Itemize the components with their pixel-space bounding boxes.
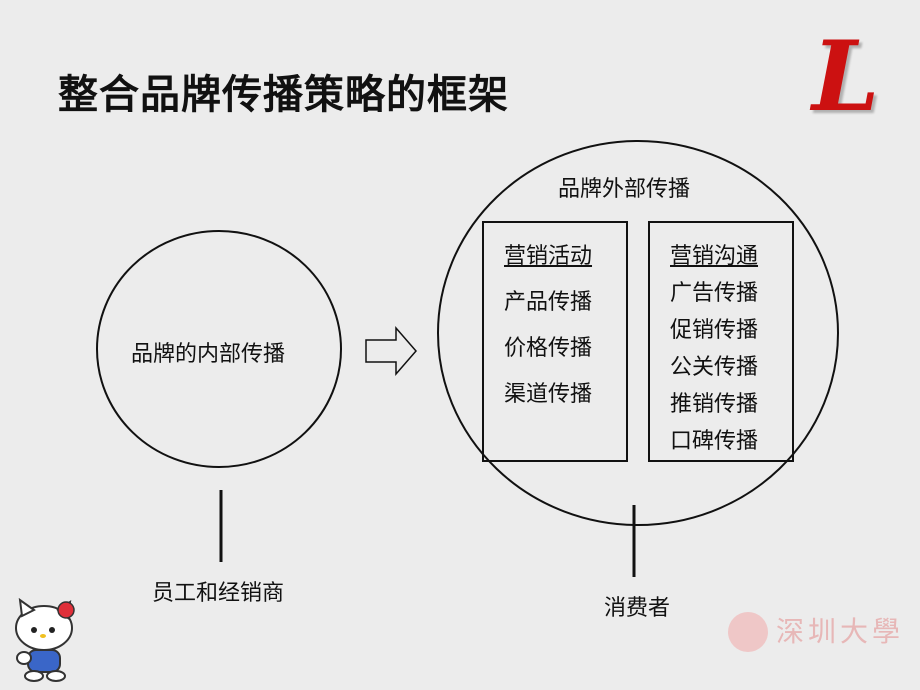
flow-arrow (365, 325, 417, 377)
external-communication-label: 品牌外部传播 (558, 177, 691, 202)
list-item: 广告传播 (670, 281, 759, 306)
list-item: 公关传播 (670, 355, 759, 380)
list-item: 推销传播 (670, 392, 759, 417)
box-heading: 营销活动 (504, 244, 593, 269)
list-item: 价格传播 (504, 336, 593, 361)
university-seal-icon (728, 612, 768, 652)
slide-title: 整合品牌传播策略的框架 (58, 72, 509, 118)
university-watermark: 深圳大學 (776, 615, 905, 648)
marketing-communication-list: 营销沟通 广告传播 促销传播 公关传播 推销传播 口碑传播 (670, 238, 758, 460)
external-circle (437, 140, 839, 526)
marketing-activities-list: 营销活动 产品传播 价格传播 渠道传播 (504, 238, 592, 422)
marketing-activities-box (482, 221, 628, 462)
internal-circle (96, 230, 342, 468)
consumers-label: 消费者 (604, 596, 671, 621)
list-item: 渠道传播 (504, 382, 593, 407)
employees-dealers-label: 员工和经销商 (152, 581, 285, 606)
list-item: 产品传播 (504, 290, 593, 315)
list-item: 促销传播 (670, 318, 759, 343)
marketing-communication-box (648, 221, 794, 462)
hello-kitty-icon (15, 598, 75, 682)
list-item: 口碑传播 (670, 429, 759, 454)
box-heading: 营销沟通 (670, 244, 759, 269)
internal-communication-label: 品牌的内部传播 (131, 342, 286, 367)
logo-l: L (812, 20, 880, 133)
